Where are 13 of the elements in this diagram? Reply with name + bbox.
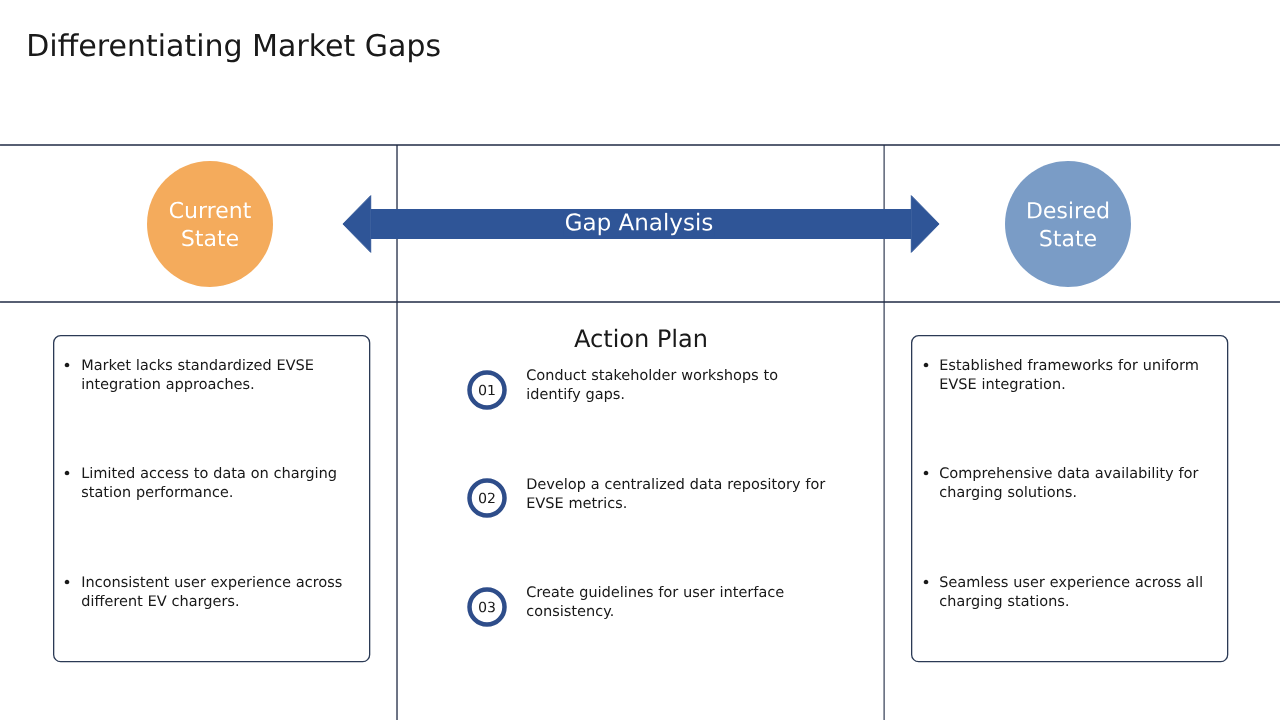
edge-label: Gap Analysis xyxy=(563,211,715,237)
bullet-text: Established frameworks for uniform EVSE integration. xyxy=(940,358,1198,392)
bullet-text: Inconsistent user experience across different EV chargers. xyxy=(82,575,342,609)
bullet-text: Seamless user experience across all charging stations. xyxy=(940,575,1202,609)
step-text: Develop a centralized data repository for EVSE metrics. xyxy=(527,477,826,509)
step-text: Create guidelines for user interface consistency. xyxy=(527,585,784,619)
bullet-text: Comprehensive data availability for charging solutions. xyxy=(940,466,1199,500)
heading: Action Plan xyxy=(574,328,706,348)
bullet-text: Market lacks standardized EVSE integration approaches. xyxy=(82,358,313,392)
double-arrow xyxy=(342,195,940,253)
title: Differentiating Market Gaps xyxy=(29,33,440,63)
step-text: Conduct stakeholder workshops to identify gaps. xyxy=(527,368,778,402)
bullet-text: Limited access to data on charging station performance. xyxy=(82,466,336,500)
